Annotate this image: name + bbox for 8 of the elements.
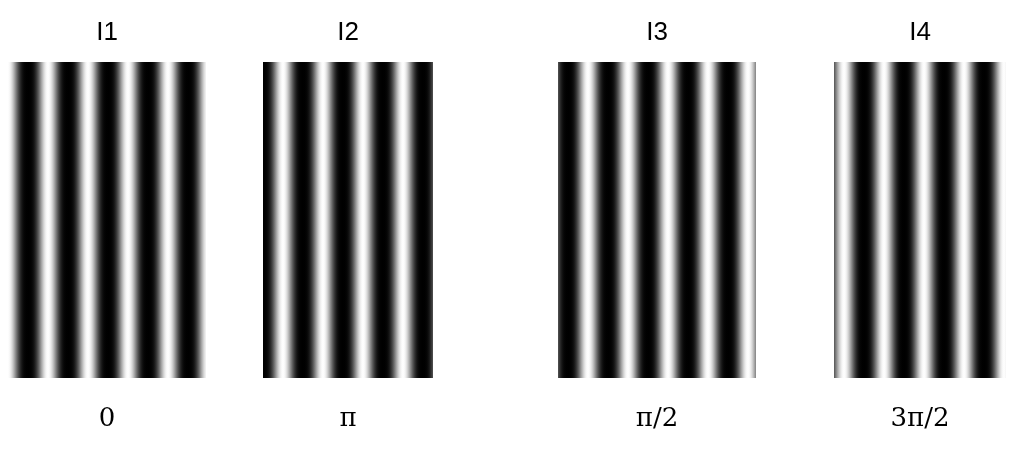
panel-title: I2	[337, 16, 359, 47]
phase-label: 3π/2	[890, 402, 950, 432]
phase-label: π	[339, 402, 357, 432]
phase-label: 0	[98, 402, 116, 432]
panel-title: I1	[96, 16, 118, 47]
phase-label: π/2	[635, 402, 679, 432]
panel-title: I4	[909, 16, 931, 47]
panel-title: I3	[646, 16, 668, 47]
